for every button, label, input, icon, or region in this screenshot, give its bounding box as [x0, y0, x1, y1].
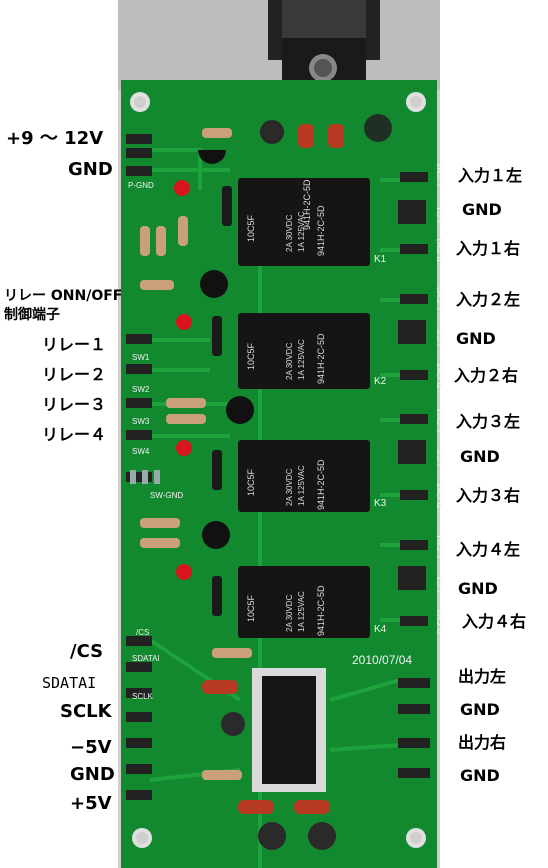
label-in4-right: 入力４右 [462, 612, 527, 631]
label-in3-left: 入力３左 [456, 412, 521, 431]
silk-sdatai: SDATAI [132, 654, 160, 663]
silk-l-ch1: L-CH1 [436, 162, 445, 186]
silk-l-ch4: L-CH4 [436, 534, 445, 558]
label-plus5v: +5V [70, 793, 112, 814]
silk-cs: /CS [136, 628, 149, 637]
label-relay4: リレー４ [42, 425, 107, 444]
relay2-model: 941H-2C-5D [316, 333, 326, 384]
relay1-code: 10C5F [246, 214, 256, 242]
label-in3-right: 入力３右 [456, 486, 521, 505]
silk-i-g4: I-G4 [436, 576, 445, 592]
label-relay-ctrl-line1: リレー ONN/OFF [4, 288, 123, 304]
silk-i-g1: I-G1 [436, 206, 445, 222]
resistors [140, 128, 252, 780]
relay4-code: 10C5F [246, 594, 256, 622]
label-in2-right: 入力２右 [454, 366, 519, 385]
label-relay3: リレー３ [42, 395, 107, 414]
silk-k3: K3 [374, 498, 387, 509]
leds [174, 180, 192, 580]
label-gnd-bottom: GND [70, 764, 115, 785]
label-out-left: 出力左 [458, 667, 507, 686]
relay2-rating1: 1A 125VAC [297, 339, 306, 380]
relay1-rating2: 2A 30VDC [285, 214, 294, 252]
label-in2-left: 入力２左 [456, 290, 521, 309]
label-out-gnd2: GND [460, 766, 500, 785]
label-gnd3: GND [460, 447, 500, 466]
relay4-model: 941H-2C-5D [316, 585, 326, 636]
relay3-model: 941H-2C-5D [316, 459, 326, 510]
relay4-rating1: 1A 125VAC [297, 591, 306, 632]
silk-r-ch3: R-CH3 [436, 483, 445, 508]
label-in1-left: 入力１左 [458, 166, 523, 185]
relay2-code: 10C5F [246, 342, 256, 370]
label-minus5v: −5V [70, 737, 112, 758]
relay1-model: 941H-2C-5D [316, 205, 326, 256]
relay-k3 [238, 440, 370, 512]
silk-l-ch3: L-CH3 [436, 408, 445, 432]
label-in4-left: 入力４左 [456, 540, 521, 559]
ic-chip [252, 668, 326, 792]
label-power: +9 ～ 12V [6, 128, 104, 149]
label-relay2: リレー２ [42, 365, 107, 384]
label-in1-right: 入力１右 [456, 239, 521, 258]
silk-sw2: SW2 [132, 385, 150, 394]
silk-r-ch4: R-CH4 [436, 609, 445, 634]
label-cs: /CS [70, 641, 104, 662]
label-relay1: リレー１ [42, 335, 107, 354]
silk-i-g2: I-G2 [436, 330, 445, 346]
silk-sw1: SW1 [132, 353, 150, 362]
label-out-gnd: GND [460, 700, 500, 719]
silk-r-ch1: R-CH1 [436, 237, 445, 262]
silk-l-ch2: L-CH2 [436, 286, 445, 310]
silk-p-gnd: P-GND [128, 181, 154, 190]
relay-k2 [238, 313, 370, 389]
label-gnd4: GND [458, 579, 498, 598]
right-header-pins [398, 172, 430, 778]
label-relay-ctrl-line2: 制御端子 [4, 307, 60, 323]
silk-r-ch2: R-CH2 [436, 363, 445, 388]
left-header-pins [126, 134, 152, 800]
silk-k4: K4 [374, 624, 387, 635]
diodes [212, 186, 232, 616]
relay3-rating1: 1A 125VAC [297, 465, 306, 506]
svg-text:941H-2C-5D: 941H-2C-5D [302, 179, 312, 230]
capacitors [202, 114, 392, 850]
relay-k1: 941H-2C-5D [238, 178, 370, 266]
silk-k1: K1 [374, 254, 387, 265]
date-silk: 2010/07/04 [352, 653, 412, 667]
label-gnd1: GND [462, 200, 502, 219]
label-gnd2: GND [456, 329, 496, 348]
relay1-rating1: 1A 125VAC [297, 211, 306, 252]
silk-sclk: SCLK [132, 692, 154, 701]
relay-k4 [238, 566, 370, 638]
silk-sw-gnd: SW-GND [150, 491, 183, 500]
label-out-right: 出力右 [458, 733, 507, 752]
label-sdatai: SDATAI [42, 674, 97, 692]
silk-sw3: SW3 [132, 417, 150, 426]
label-sclk: SCLK [60, 701, 112, 722]
silk-sw4: SW4 [132, 447, 150, 456]
relay3-code: 10C5F [246, 468, 256, 496]
relay4-rating2: 2A 30VDC [285, 594, 294, 632]
relay3-rating2: 2A 30VDC [285, 468, 294, 506]
label-gnd-top: GND [68, 159, 113, 180]
relay2-rating2: 2A 30VDC [285, 342, 294, 380]
sw-gnd-header [130, 470, 160, 484]
transistors [198, 150, 254, 549]
silk-i-g3: I-G3 [436, 450, 445, 466]
silk-k2: K2 [374, 376, 387, 387]
